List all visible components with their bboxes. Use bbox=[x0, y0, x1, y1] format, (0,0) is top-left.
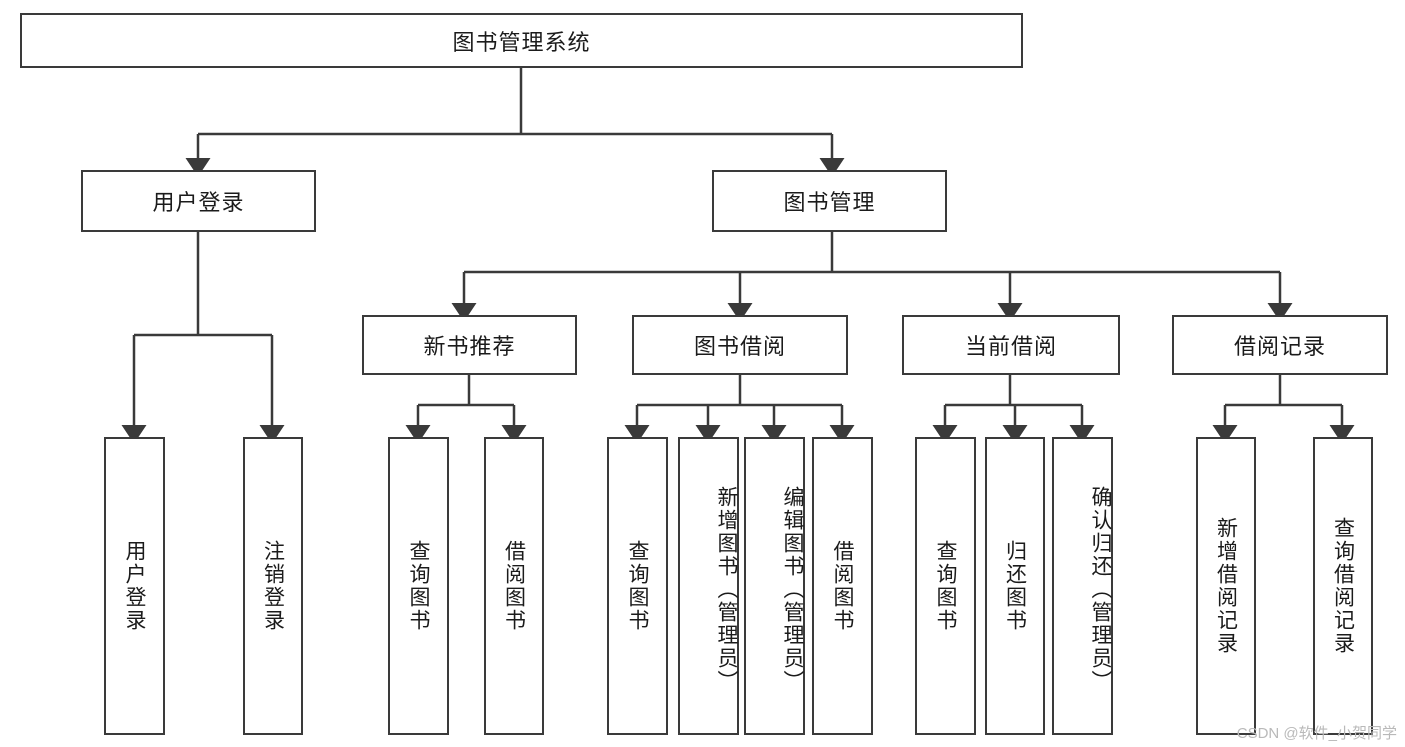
leaf-confirm-return-admin[interactable]: 确认归还（管理员） bbox=[1052, 437, 1113, 735]
leaf-edit-book-admin[interactable]: 编辑图书（管理员） bbox=[744, 437, 805, 735]
leaf-query-book-current[interactable]: 查询图书 bbox=[915, 437, 976, 735]
leaf-add-borrow-record[interactable]: 新增借阅记录 bbox=[1196, 437, 1256, 735]
leaf-query-borrow-record[interactable]: 查询借阅记录 bbox=[1313, 437, 1373, 735]
leaf-logout[interactable]: 注销登录 bbox=[243, 437, 303, 735]
leaf-borrow-book-recommend[interactable]: 借阅图书 bbox=[484, 437, 544, 735]
leaf-user-login[interactable]: 用户登录 bbox=[104, 437, 165, 735]
leaf-add-book-admin[interactable]: 新增图书（管理员） bbox=[678, 437, 739, 735]
leaf-return-book[interactable]: 归还图书 bbox=[985, 437, 1045, 735]
node-book-borrow[interactable]: 图书借阅 bbox=[632, 315, 848, 375]
leaf-query-book-borrow[interactable]: 查询图书 bbox=[607, 437, 668, 735]
node-borrow-record[interactable]: 借阅记录 bbox=[1172, 315, 1388, 375]
node-new-book-recommend[interactable]: 新书推荐 bbox=[362, 315, 577, 375]
node-root[interactable]: 图书管理系统 bbox=[20, 13, 1023, 68]
csdn-watermark: CSDN @软件_小贺同学 bbox=[1236, 725, 1397, 742]
node-current-borrow[interactable]: 当前借阅 bbox=[902, 315, 1120, 375]
node-book-management[interactable]: 图书管理 bbox=[712, 170, 947, 232]
leaf-borrow-book[interactable]: 借阅图书 bbox=[812, 437, 873, 735]
node-user-login[interactable]: 用户登录 bbox=[81, 170, 316, 232]
leaf-query-book-recommend[interactable]: 查询图书 bbox=[388, 437, 449, 735]
